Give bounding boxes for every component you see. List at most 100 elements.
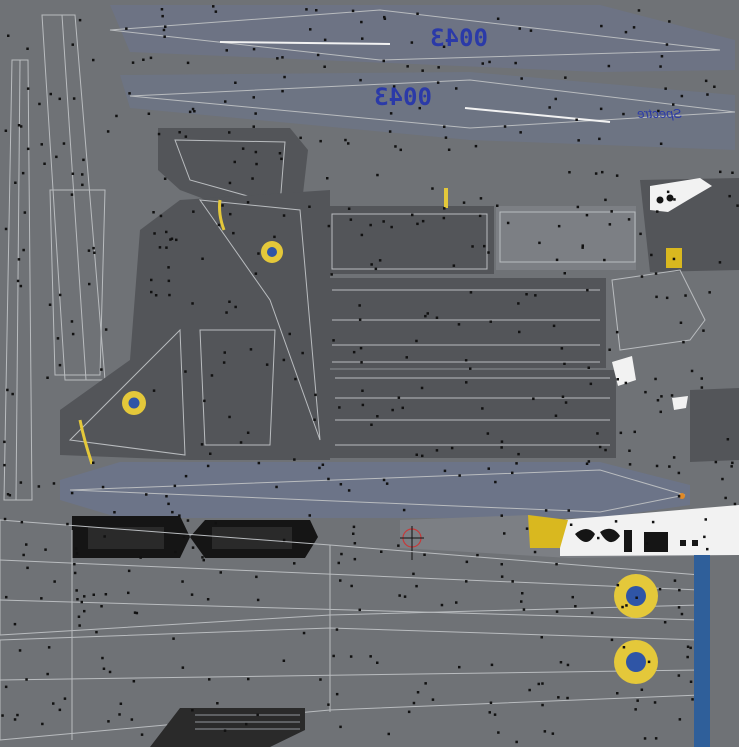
wing-strip-mid-outline [129,79,736,129]
vertex-dot [655,464,659,468]
yellow-band [528,515,568,548]
vertex-dot [19,125,23,128]
nose-stencils [575,528,698,552]
vertex-dot [140,733,144,736]
vertex-dot [500,446,503,449]
vertex-dot [214,10,218,13]
vertex-dot [327,224,331,228]
right-dark-mid [690,388,739,462]
vertex-dot [63,697,67,700]
vertex-dot [458,665,461,669]
vertex-dot [440,603,444,607]
fin-outline [68,328,186,456]
vertex-dot [518,27,521,30]
vertex-dot [175,238,178,242]
vertex-dot [624,381,628,385]
vertex-dot [442,45,446,48]
vertex-dot [416,691,420,694]
vertex-dot [326,177,329,180]
vertex-dot [349,218,353,221]
vertex-dot [184,474,188,478]
vertex-dot [522,608,526,611]
vertex-dot [629,548,632,552]
vertex-dot [78,624,81,627]
vertex-dot [576,205,580,209]
vertex-dot [541,703,544,707]
vertex-dot [251,177,254,180]
vertex-dot [26,566,29,570]
vertex-dot [568,171,571,174]
vertex-dot [361,37,364,40]
vertex-dot [130,718,134,721]
vertex-dot [447,148,451,151]
vertex-dot [382,478,386,482]
vertex-dot [106,130,110,133]
vertex-dot [340,552,343,556]
vertex-dot [3,440,6,444]
vertex-dot [20,520,24,524]
vertex-dot [161,14,164,18]
vertex-dot [574,605,577,608]
vertex-dot [352,532,355,535]
vertex-dot [637,9,641,12]
vertex-dot [212,5,215,8]
vertex-dot [721,477,724,481]
vertex-dot [706,93,709,96]
vertex-dot [70,193,74,196]
vertex-dot [4,227,8,231]
vertex-dot [604,448,607,452]
vertex-dot [443,469,447,473]
vertex-dot [5,595,8,599]
vertex-dot [282,358,286,362]
vertex-dot [246,431,250,434]
vertex-dot [416,12,419,15]
vertex-dot [622,646,626,649]
vertex-dot [385,482,389,485]
vertex-dot [6,388,9,392]
white-nose-top [650,178,712,212]
vertex-dot [724,496,727,500]
vertex-dot [167,279,171,283]
vertex-dot [158,246,162,249]
vertex-dot [25,543,28,546]
vertex-dot [142,58,145,61]
vertex-dot [255,575,258,579]
vertex-dot [633,430,636,434]
vertex-dot [442,216,446,220]
vertex-dot [256,713,259,717]
vertex-dot [192,210,195,213]
vertex-dot [651,520,655,524]
vertex-dot [585,462,589,465]
vertex-dot [255,162,258,166]
vertex-dot [309,28,312,31]
vertex-dot [382,59,385,63]
vertex-dot [81,183,84,187]
vertex-dot [95,630,98,634]
vertex-dot [391,408,394,412]
vertex-dot [18,649,22,652]
vertex-dot [616,378,619,381]
vertex-dot [247,677,250,681]
vertex-dot [219,571,222,574]
vertex-dot [83,609,86,613]
vertex-dot [228,131,231,134]
vertex-dot [457,323,461,326]
vertex-dot [347,142,350,145]
vertex-dot [314,393,317,397]
vertex-dot [654,272,658,275]
vertex-dot [246,201,250,204]
vertex-dot [352,525,356,529]
yellow-tick [444,188,448,208]
vertex-dot [203,399,206,403]
vertex-dot [640,688,644,691]
vertex-dot [78,18,82,22]
vertex-dot [639,232,642,236]
vertex-dot [81,173,84,176]
vertex-dot [672,257,676,261]
vertex-dot [500,440,504,443]
vertex-dot [607,64,611,68]
vertex-dot [389,112,393,115]
vertex-dot [590,611,594,615]
vertex-dot [421,219,425,223]
slot-inner [88,527,164,549]
